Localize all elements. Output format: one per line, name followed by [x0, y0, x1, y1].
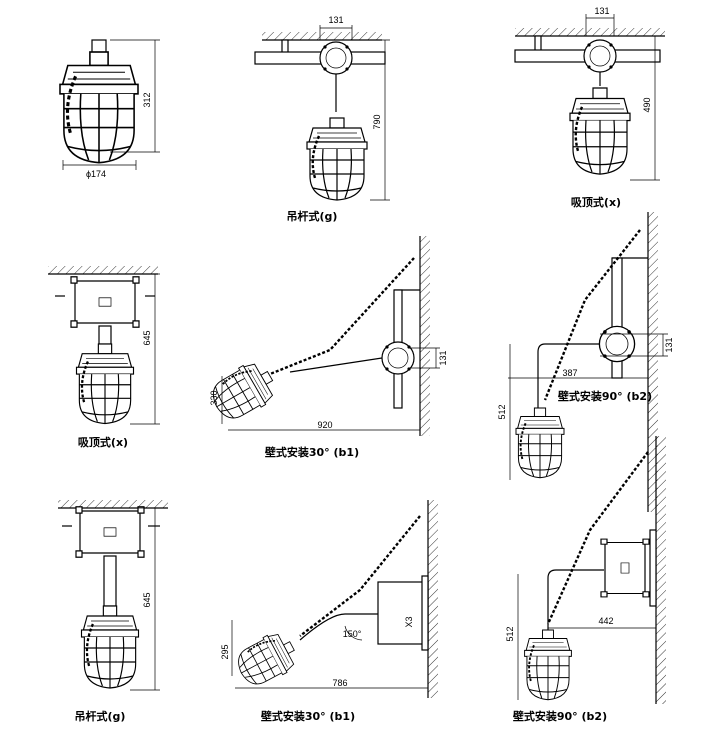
caption-wall-30: 壁式安装30° (b1) [261, 709, 355, 723]
caption-wall-90: 壁式安装90° (b2) [558, 389, 652, 403]
total-height-dim-label: 645 [142, 330, 152, 345]
reach-length-dim-label: 920 [317, 420, 332, 430]
bend-angle-label: 150° [343, 629, 362, 639]
diameter-dim-label: ϕ174 [86, 169, 106, 179]
wall-mount-90-view-bottom: 442 512 壁式安装90° (b2) [505, 436, 666, 723]
total-height-dim-label: 645 [142, 592, 152, 607]
drop-height-dim-label: 330 [209, 390, 219, 405]
caption-pendant-rod: 吊杆式(g) [75, 709, 126, 723]
caption-wall-30: 壁式安装30° (b1) [265, 445, 359, 459]
ceiling-mount-view-top: 131 490 吸顶式(x) [514, 6, 665, 209]
drop-height-dim-label: 512 [505, 626, 515, 641]
box-width-dim-label: 131 [328, 15, 343, 25]
caption-ceiling-mount: 吸顶式(x) [571, 195, 621, 209]
reach-length-dim-label: 786 [332, 678, 347, 688]
wall-mount-30-view-bottom: X3 150° 295 786 壁式安装30° (b1) [220, 500, 438, 723]
caption-pendant-rod: 吊杆式(g) [287, 209, 338, 223]
height-dim-label: 312 [142, 92, 152, 107]
arm-length-dim-label: 387 [562, 368, 577, 378]
wall-mount-90-view-mid: 131 387 512 壁式安装90° (b2) [497, 212, 674, 512]
caption-ceiling-mount: 吸顶式(x) [78, 435, 128, 449]
wall-mount-30-view-mid: 131 330 920 壁式安装30° (b1) [204, 236, 448, 459]
total-height-dim-label: 490 [642, 97, 652, 112]
pendant-rod-view-bottom: 645 吊杆式(g) [58, 500, 168, 723]
ceiling-mount-view-mid: 645 吸顶式(x) [48, 266, 160, 449]
drop-height-dim-label: 295 [220, 644, 230, 659]
box-label: X3 [404, 616, 414, 627]
total-height-dim-label: 790 [372, 114, 382, 129]
caption-wall-90: 壁式安装90° (b2) [513, 709, 607, 723]
box-width-dim-label: 131 [594, 6, 609, 16]
drop-height-dim-label: 512 [497, 404, 507, 419]
arm-length-dim-label: 442 [598, 616, 613, 626]
box-height-dim-label: 131 [438, 350, 448, 365]
standalone-lamp-view: 312 ϕ174 [58, 39, 160, 179]
pendant-rod-view-top: 131 790 吊杆式(g) [254, 15, 390, 223]
box-height-dim-label: 131 [664, 337, 674, 352]
